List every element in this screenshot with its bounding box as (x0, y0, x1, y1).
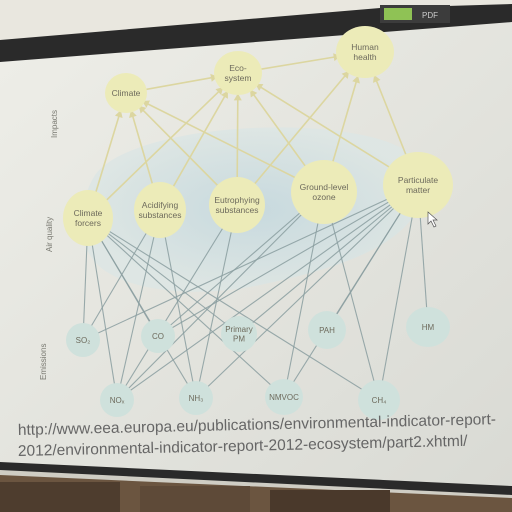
arrowhead-ozone-ecosystem (249, 89, 258, 98)
node-eutrophying-label: substances (216, 205, 259, 215)
toolbar-green-button[interactable] (384, 8, 412, 20)
node-ozone-circle (291, 160, 357, 224)
edge-ozone-co (157, 191, 325, 337)
node-so2-label: SO₂ (76, 336, 91, 345)
node-pah: PAH (308, 311, 346, 349)
row-label-emissions: Emissions (39, 344, 48, 380)
node-eutrophying-label: Eutrophying (214, 195, 260, 205)
arrowhead-eutrophying-health (341, 70, 350, 79)
arrow-eutrophying-health (236, 70, 350, 206)
node-nmvoc-circle (265, 379, 303, 415)
node-acidifying-circle (134, 182, 186, 238)
node-co-label: CO (152, 332, 164, 341)
node-nmvoc-label: NMVOC (269, 393, 299, 402)
node-ecosystem-label: Eco- (229, 63, 247, 73)
node-ozone-label: ozone (312, 192, 335, 202)
node-pm-label: matter (406, 185, 430, 195)
node-pah-label: PAH (319, 326, 335, 335)
node-climate: Climate (105, 73, 147, 113)
node-ch4-circle (358, 380, 400, 420)
node-ecosystem-circle (214, 51, 262, 95)
node-primary-pm-label: PM (233, 335, 245, 344)
node-ch4-label: CH₄ (372, 396, 387, 405)
node-nox: NOₓ (100, 383, 134, 417)
edge-climate-forcers-nmvoc (87, 217, 285, 398)
edge-pm-primary-pm (238, 184, 419, 335)
edge-acidifying-nh3 (159, 209, 197, 399)
edge-pm-nox (116, 184, 419, 401)
node-pm-label: Particulate (398, 175, 438, 185)
node-so2-circle (66, 323, 100, 357)
node-co: CO (141, 319, 175, 353)
arrowhead-eutrophying-climate (138, 105, 147, 114)
node-nh3-label: NH₃ (189, 394, 204, 403)
node-health-label: health (353, 52, 376, 62)
arrowhead-climate-ecosystem (210, 73, 218, 82)
node-hm: HM (406, 307, 450, 347)
node-nox-circle (100, 383, 134, 417)
node-nh3-circle (179, 381, 213, 415)
node-hm-label: HM (422, 323, 435, 332)
pdf-toolbar[interactable]: PDF (380, 5, 450, 23)
node-climate-forcers-circle (63, 190, 113, 246)
arrowhead-pm-health (373, 74, 381, 83)
pdf-label: PDF (422, 11, 438, 20)
arrowhead-eutrophying-ecosystem (233, 93, 242, 101)
node-climate-label: Climate (112, 88, 141, 98)
edge-climate-forcers-nh3 (87, 217, 197, 399)
node-primary-pm-label: Primary (225, 325, 253, 334)
arrow-climate-forcers-ecosystem (87, 86, 224, 219)
node-eutrophying-circle (209, 177, 265, 233)
edge-ozone-nox (116, 191, 325, 401)
node-health-circle (336, 26, 394, 78)
node-so2: SO₂ (66, 323, 100, 357)
node-co-circle (141, 319, 175, 353)
node-ecosystem-label: system (225, 73, 252, 83)
nodes: ClimateEco-systemHumanhealthClimateforce… (63, 26, 453, 420)
node-climate-forcers-label: Climate (74, 208, 103, 218)
node-nox-label: NOₓ (110, 396, 125, 405)
edge-acidifying-nox (116, 209, 161, 401)
node-climate-forcers-label: forcers (75, 218, 101, 228)
node-nh3: NH₃ (179, 381, 213, 415)
node-pm-circle (383, 152, 453, 218)
node-acidifying-label: substances (139, 210, 182, 220)
row-label-air-quality: Air quality (45, 217, 54, 252)
edge-pm-co (157, 184, 419, 337)
edge-climate-forcers-ch4 (87, 217, 380, 401)
edge-pm-nh3 (195, 184, 419, 399)
node-primary-pm-circle (221, 316, 257, 352)
node-climate-circle (105, 73, 147, 113)
cursor-icon (427, 211, 438, 228)
arrow-ozone-climate (141, 100, 325, 193)
node-hm-circle (406, 307, 450, 347)
edge-pm-so2 (82, 184, 419, 341)
node-health-label: Human (351, 42, 379, 52)
arrowhead-acidifying-ecosystem (220, 90, 228, 99)
row-label-impacts: Impacts (50, 110, 59, 138)
arrowhead-climate-forcers-ecosystem (215, 87, 224, 95)
node-acidifying-label: Acidifying (142, 200, 179, 210)
edge-eutrophying-nox (116, 204, 238, 401)
node-ecosystem: Eco-system (214, 51, 262, 95)
node-pah-circle (308, 311, 346, 349)
edge-ozone-ch4 (323, 191, 380, 401)
edge-pm-ch4 (378, 184, 419, 401)
arrowhead-ozone-health (352, 75, 360, 84)
edge-climate-forcers-nox (87, 217, 118, 401)
node-ozone-label: Ground-level (300, 182, 349, 192)
node-ch4: CH₄ (358, 380, 400, 420)
node-nmvoc: NMVOC (265, 379, 303, 415)
